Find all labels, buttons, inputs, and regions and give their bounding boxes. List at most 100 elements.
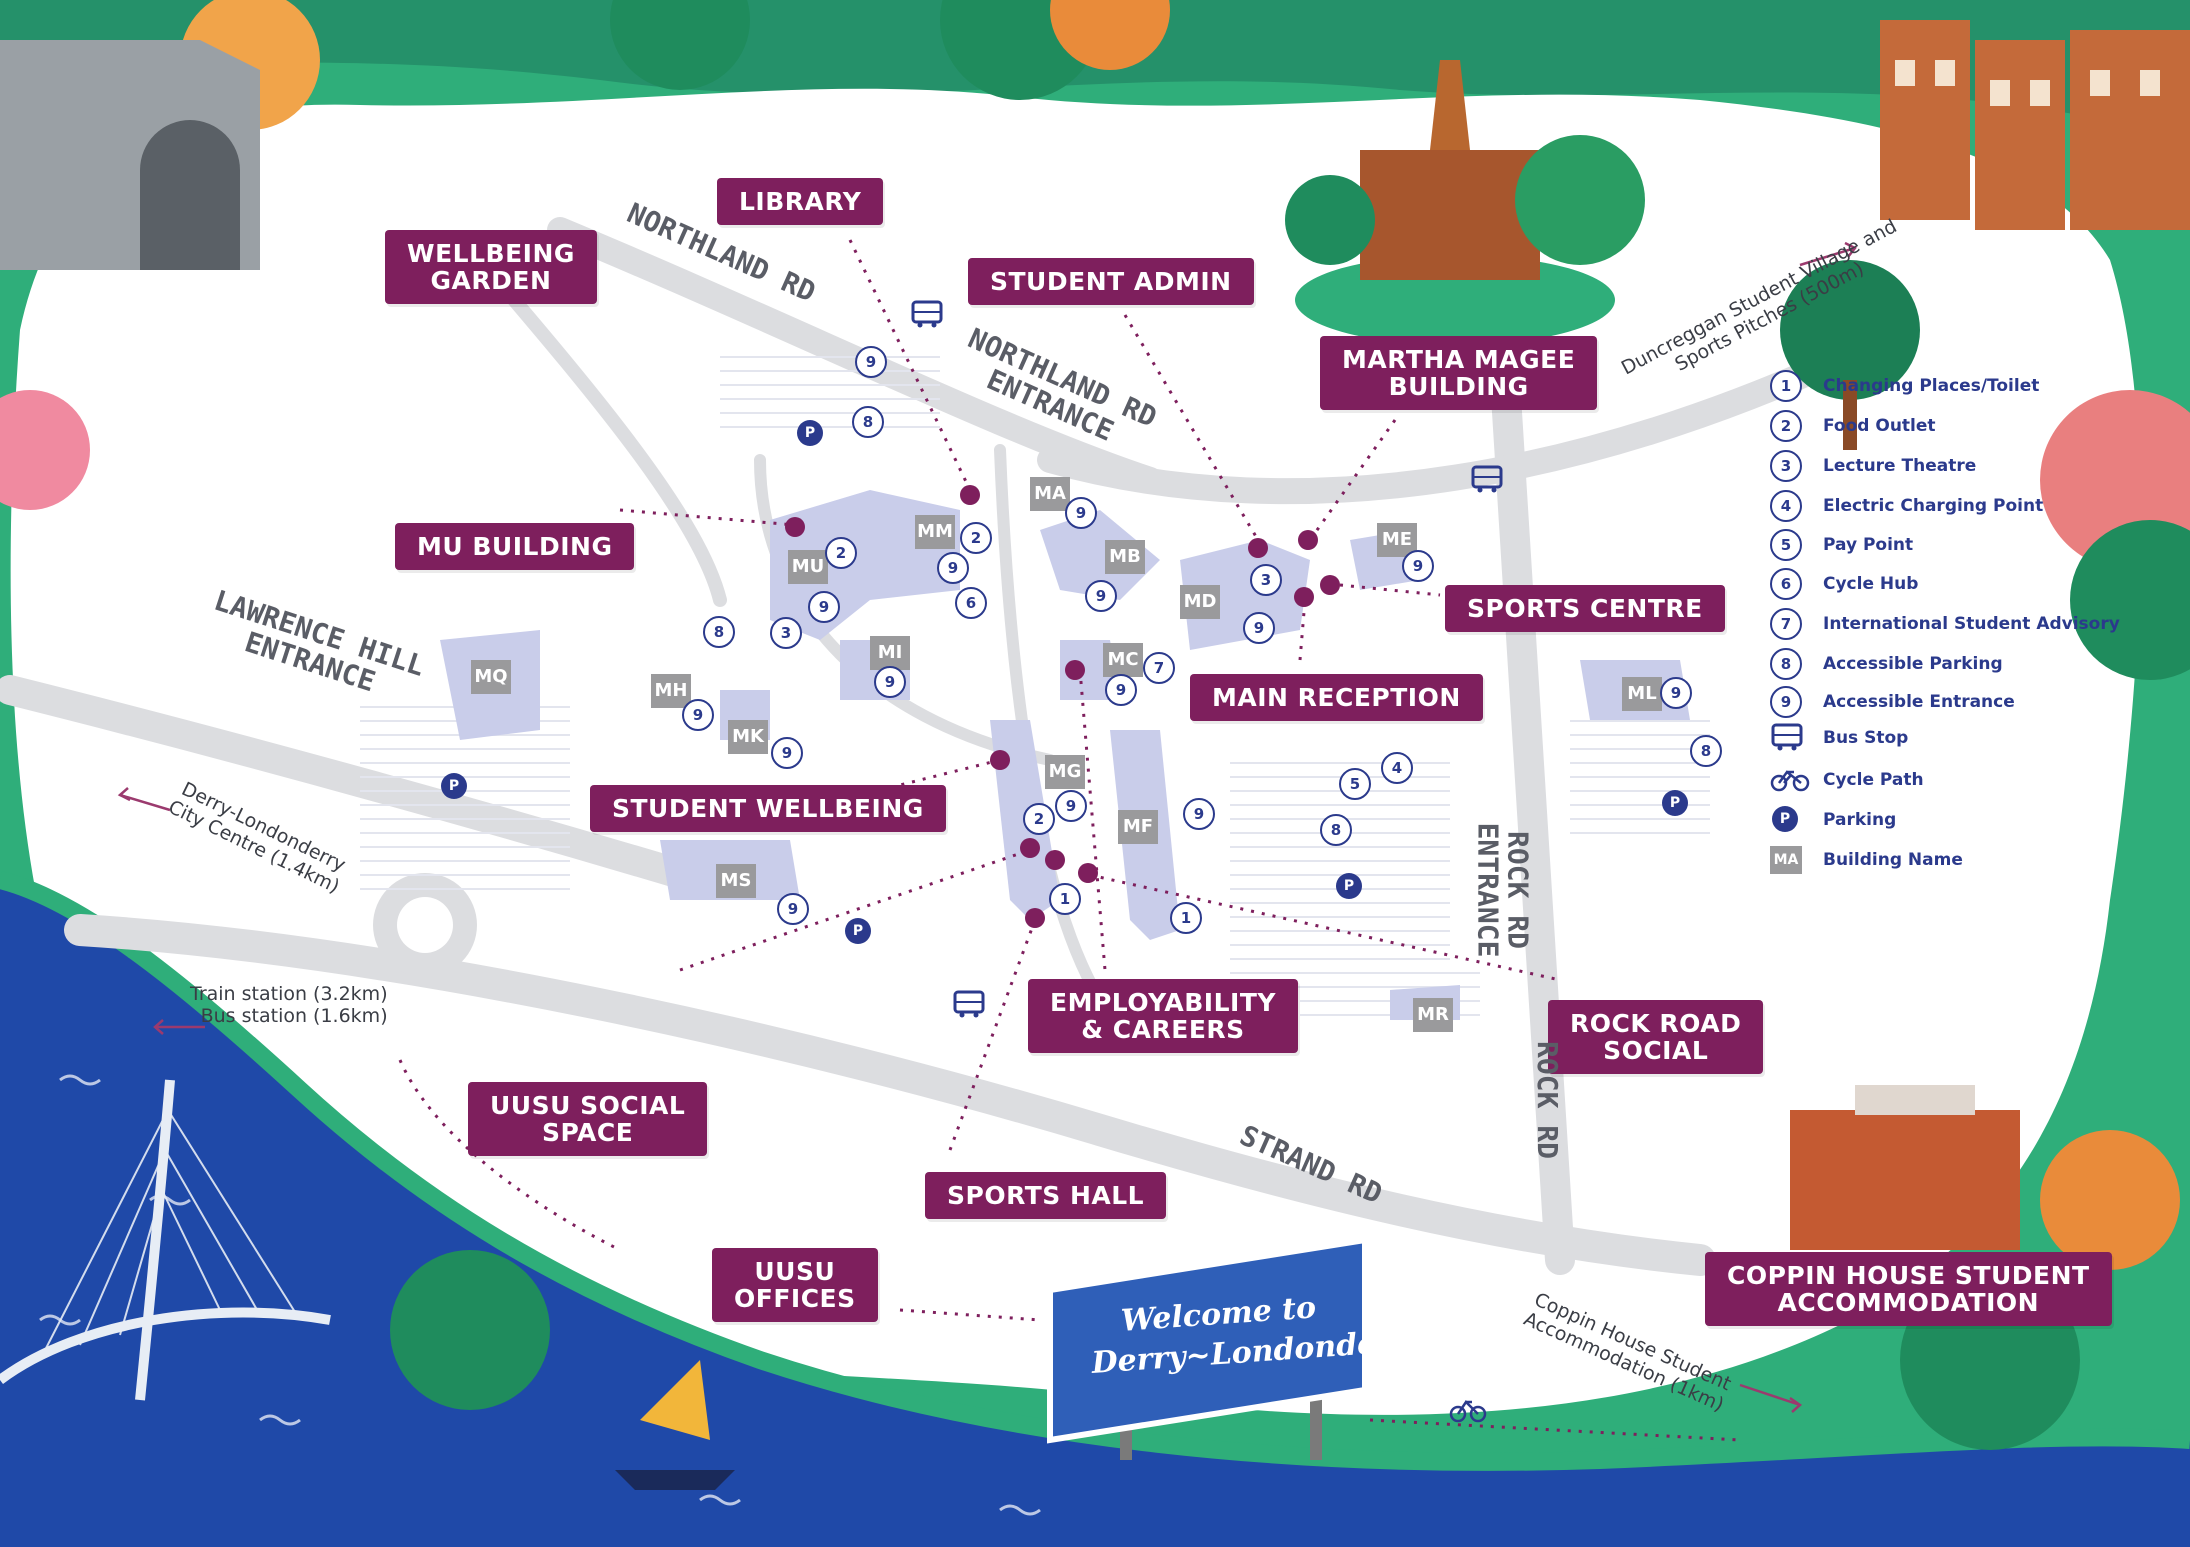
welcome-sign: [1047, 1236, 1368, 1460]
building-md[interactable]: MD: [1180, 585, 1220, 619]
peace-bridge: [0, 1079, 331, 1401]
marker-accessible-entrance[interactable]: 9: [777, 893, 809, 925]
label-rock-road-social[interactable]: ROCK ROAD SOCIAL: [1548, 1000, 1764, 1074]
marker-charging-point[interactable]: 4: [1381, 752, 1413, 784]
building-ma[interactable]: MA: [1030, 477, 1070, 511]
legend-number-icon: 4: [1770, 490, 1804, 524]
route-points: [785, 485, 1340, 928]
martha-magee-illustration: [1285, 60, 1645, 345]
label-main-reception[interactable]: MAIN RECEPTION: [1190, 674, 1483, 721]
parking-marker[interactable]: P: [797, 420, 823, 446]
label-uusu-social-space[interactable]: UUSU SOCIAL SPACE: [468, 1082, 708, 1156]
parking-marker[interactable]: P: [845, 918, 871, 944]
marker-changing-places[interactable]: 1: [1049, 883, 1081, 915]
marker-accessible-entrance[interactable]: 9: [874, 666, 906, 698]
legend-row: 5 Pay Point: [1770, 529, 2170, 563]
marker-accessible-entrance[interactable]: 9: [1085, 580, 1117, 612]
river: [0, 880, 2190, 1547]
marker-pay-point[interactable]: 5: [1339, 768, 1371, 800]
marker-accessible-entrance[interactable]: 9: [1055, 790, 1087, 822]
marker-accessible-entrance[interactable]: 9: [937, 552, 969, 584]
road-rock-rd: ROCK RD: [1531, 1040, 1565, 1160]
marker-accessible-parking[interactable]: 8: [852, 406, 884, 438]
marker-accessible-entrance[interactable]: 9: [855, 346, 887, 378]
building-mb[interactable]: MB: [1105, 540, 1145, 574]
building-ms[interactable]: MS: [716, 864, 756, 898]
legend-number-icon: 2: [1770, 410, 1804, 444]
legend-number-icon: 9: [1770, 686, 1802, 718]
bus-stop-icon: [911, 300, 943, 328]
marker-international-advisory[interactable]: 7: [1143, 652, 1175, 684]
legend-label: Pay Point: [1823, 535, 1914, 555]
parking-marker[interactable]: P: [1662, 790, 1688, 816]
marker-accessible-entrance[interactable]: 9: [682, 699, 714, 731]
marker-accessible-entrance[interactable]: 9: [1402, 550, 1434, 582]
label-coppin-house[interactable]: COPPIN HOUSE STUDENT ACCOMMODATION: [1705, 1252, 2112, 1326]
legend-label: Cycle Hub: [1823, 574, 1919, 594]
building-mu[interactable]: MU: [788, 550, 828, 584]
building-mh[interactable]: MH: [651, 674, 691, 708]
marker-food-outlet[interactable]: 2: [1023, 803, 1055, 835]
marker-accessible-entrance[interactable]: 9: [1243, 612, 1275, 644]
label-mu-building[interactable]: MU BUILDING: [395, 523, 635, 570]
legend-number-icon: 8: [1770, 648, 1804, 682]
building-mf[interactable]: MF: [1118, 810, 1158, 844]
legend-label: Accessible Parking: [1823, 654, 2003, 674]
marker-accessible-entrance[interactable]: 9: [1105, 674, 1137, 706]
label-wellbeing-garden[interactable]: WELLBEING GARDEN: [385, 230, 597, 304]
legend-row: 6 Cycle Hub: [1770, 568, 2170, 602]
label-employability-careers[interactable]: EMPLOYABILITY & CAREERS: [1028, 979, 1298, 1053]
legend-number-icon: 3: [1770, 450, 1802, 482]
marker-cycle-hub[interactable]: 6: [955, 587, 987, 619]
marker-accessible-parking[interactable]: 8: [703, 616, 735, 648]
building-mc[interactable]: MC: [1103, 643, 1143, 677]
label-martha-magee-building[interactable]: MARTHA MAGEE BUILDING: [1320, 336, 1598, 410]
legend-number-icon: 1: [1770, 370, 1804, 404]
legend-label: Parking: [1823, 810, 1897, 830]
parking-icon: P: [1772, 806, 1798, 832]
label-sports-hall[interactable]: SPORTS HALL: [925, 1172, 1167, 1219]
marker-accessible-entrance[interactable]: 9: [1065, 497, 1097, 529]
legend-number-icon: 7: [1770, 608, 1802, 640]
building-ml[interactable]: ML: [1622, 677, 1662, 711]
parking-marker[interactable]: P: [441, 773, 467, 799]
legend-row: Cycle Path: [1770, 764, 2170, 798]
marker-food-outlet[interactable]: 2: [960, 522, 992, 554]
building-mk[interactable]: MK: [728, 720, 768, 754]
label-uusu-offices[interactable]: UUSU OFFICES: [712, 1248, 878, 1322]
building-mm[interactable]: MM: [915, 515, 955, 549]
marker-accessible-parking[interactable]: 8: [1690, 735, 1722, 767]
building-mr[interactable]: MR: [1413, 998, 1453, 1032]
legend-number-icon: 6: [1770, 568, 1804, 602]
marker-food-outlet[interactable]: 2: [825, 537, 857, 569]
marker-accessible-parking[interactable]: 8: [1320, 814, 1352, 846]
label-student-admin[interactable]: STUDENT ADMIN: [968, 258, 1254, 305]
legend-label: Lecture Theatre: [1823, 456, 1977, 476]
label-library[interactable]: LIBRARY: [717, 178, 884, 225]
legend-label: Accessible Entrance: [1823, 692, 2015, 712]
parking-marker[interactable]: P: [1336, 873, 1362, 899]
bike-icon: [1449, 1400, 1487, 1423]
building-mg[interactable]: MG: [1045, 755, 1085, 789]
direction-train-bus: Train station (3.2km) Bus station (1.6km…: [190, 983, 388, 1027]
marker-lecture-theatre[interactable]: 3: [1250, 564, 1282, 596]
legend-number-icon: 2: [1770, 410, 1802, 442]
marker-accessible-entrance[interactable]: 9: [771, 737, 803, 769]
marker-accessible-entrance[interactable]: 9: [1660, 677, 1692, 709]
label-student-wellbeing[interactable]: STUDENT WELLBEING: [590, 785, 946, 832]
legend-number-icon: 5: [1770, 529, 1804, 563]
building-mi[interactable]: MI: [870, 636, 910, 670]
parking-icon: P: [1770, 804, 1804, 838]
marker-accessible-entrance[interactable]: 9: [1183, 798, 1215, 830]
label-sports-centre[interactable]: SPORTS CENTRE: [1445, 585, 1725, 632]
marker-changing-places[interactable]: 1: [1170, 902, 1202, 934]
building-mq[interactable]: MQ: [471, 660, 511, 694]
legend-row: Bus Stop: [1770, 722, 2170, 756]
legend-row: 3 Lecture Theatre: [1770, 450, 2170, 484]
marker-accessible-entrance[interactable]: 9: [808, 591, 840, 623]
marker-lecture-theatre[interactable]: 3: [770, 617, 802, 649]
